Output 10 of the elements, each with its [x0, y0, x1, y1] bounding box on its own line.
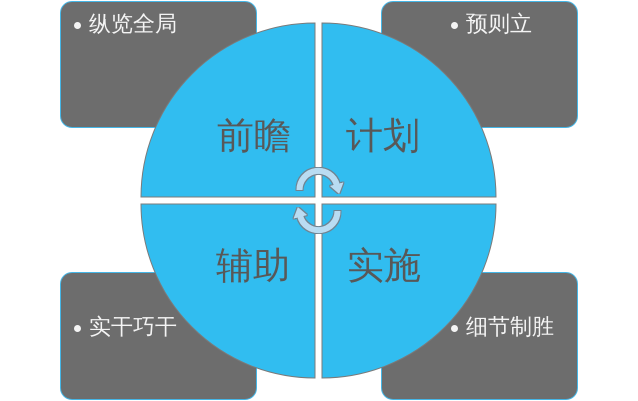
card-text: 预则立	[466, 12, 532, 38]
sector-label: 计划	[346, 115, 420, 157]
curved-arrow	[294, 207, 340, 234]
card-text: 实干巧干	[89, 315, 177, 341]
sector-label: 实施	[347, 245, 421, 287]
card-text: 细节制胜	[466, 315, 554, 341]
curved-arrow	[296, 168, 344, 194]
sector-label: 前瞻	[217, 115, 291, 157]
card-text: 纵览全局	[89, 12, 177, 38]
sector-label: 辅助	[216, 245, 290, 287]
